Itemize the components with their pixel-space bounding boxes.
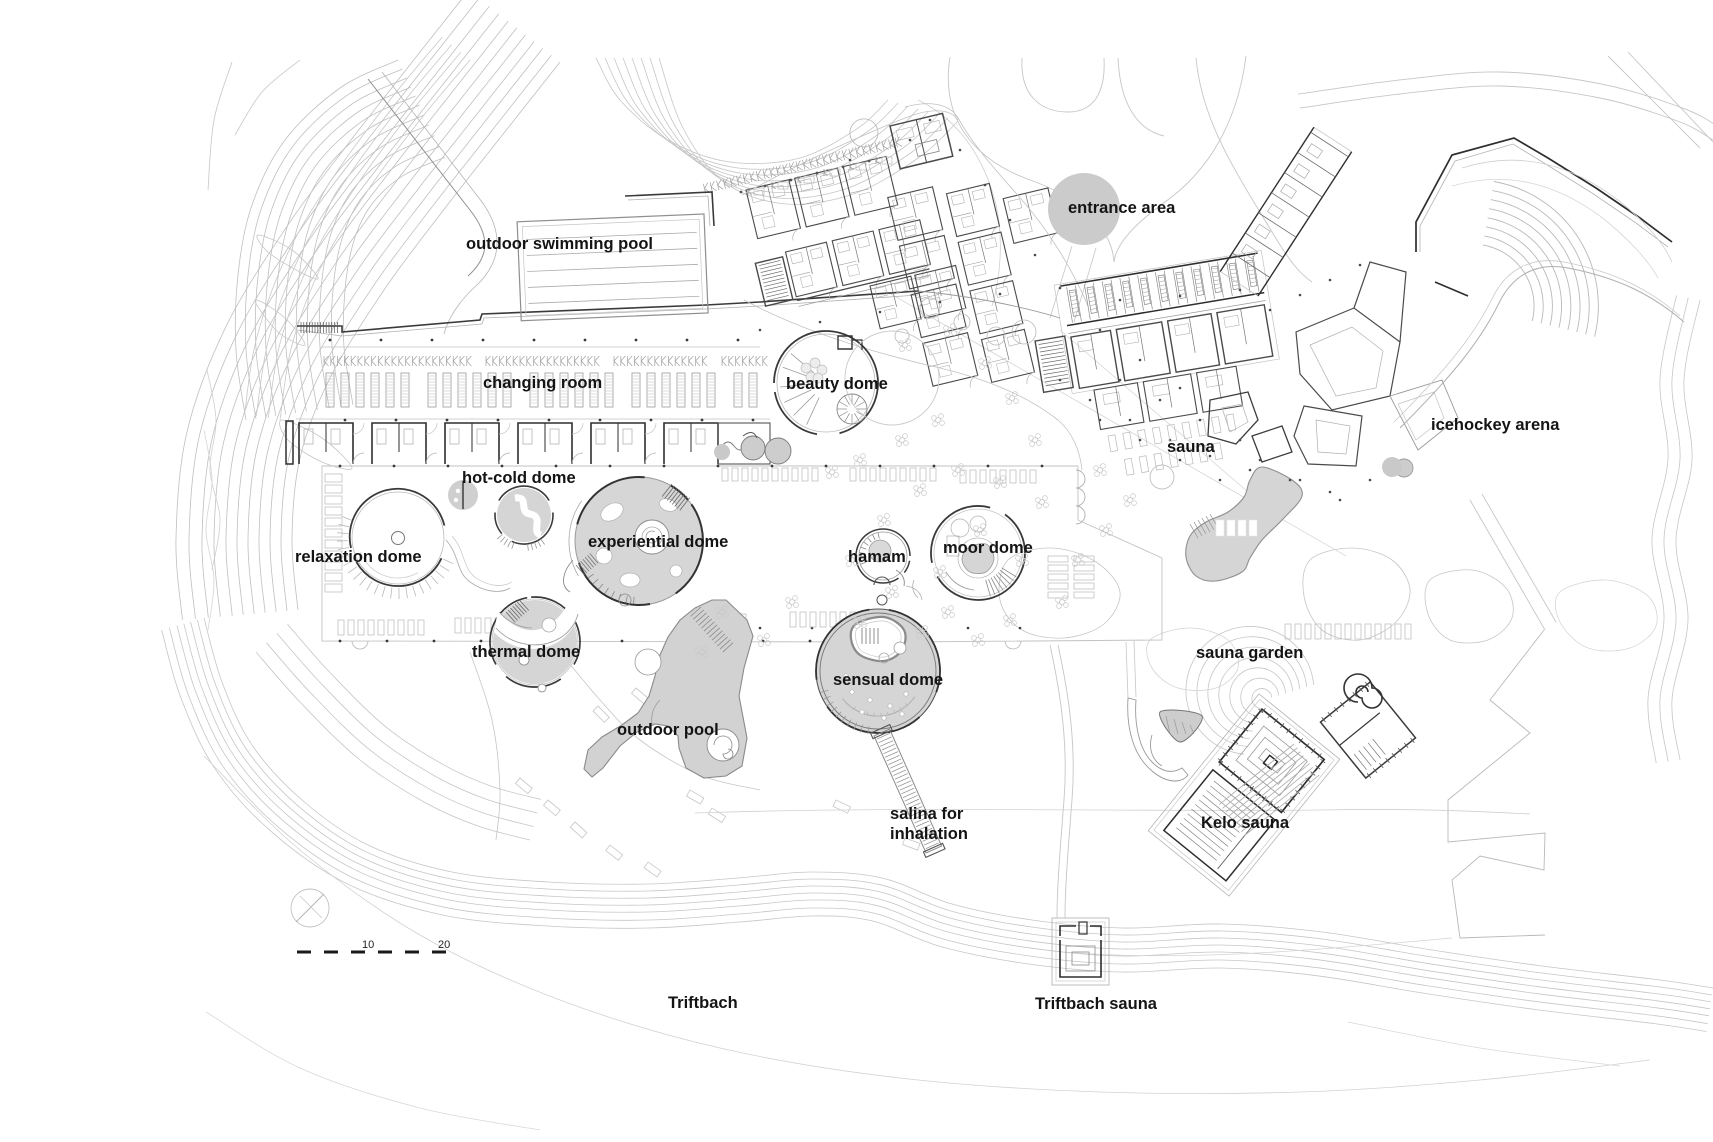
svg-text:outdoor swimming pool: outdoor swimming pool <box>466 235 653 253</box>
svg-text:beauty dome: beauty dome <box>786 375 888 393</box>
svg-text:Triftbach: Triftbach <box>668 994 738 1012</box>
svg-text:sauna garden: sauna garden <box>1196 644 1303 662</box>
svg-text:sensual dome: sensual dome <box>833 671 943 689</box>
svg-text:10: 10 <box>362 939 374 951</box>
svg-text:entrance area: entrance area <box>1068 199 1176 217</box>
svg-text:Triftbach sauna: Triftbach sauna <box>1035 995 1158 1013</box>
svg-text:outdoor pool: outdoor pool <box>617 721 719 739</box>
svg-text:icehockey arena: icehockey arena <box>1431 416 1560 434</box>
svg-text:Kelo sauna: Kelo sauna <box>1201 814 1290 832</box>
svg-text:thermal dome: thermal dome <box>472 643 580 661</box>
svg-text:20: 20 <box>438 939 450 951</box>
svg-text:experiential dome: experiential dome <box>588 533 728 551</box>
svg-text:hot-cold dome: hot-cold dome <box>462 469 576 487</box>
svg-text:inhalation: inhalation <box>890 825 968 843</box>
svg-text:relaxation dome: relaxation dome <box>295 548 422 566</box>
svg-text:hamam: hamam <box>848 548 906 566</box>
svg-text:salina for: salina for <box>890 805 964 823</box>
svg-text:changing room: changing room <box>483 374 602 392</box>
svg-text:moor dome: moor dome <box>943 539 1033 557</box>
svg-text:sauna: sauna <box>1167 438 1216 456</box>
